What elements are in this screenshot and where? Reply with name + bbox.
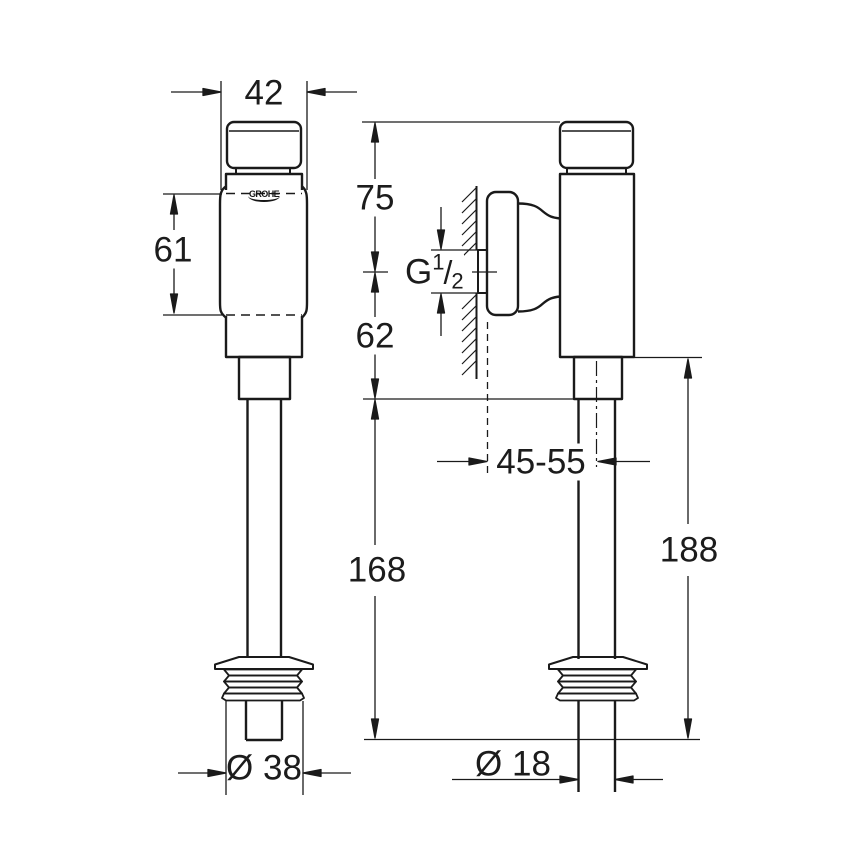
dim-label-dia38: Ø 38 bbox=[226, 748, 302, 788]
side-threads bbox=[555, 668, 639, 702]
dim-label-61: 61 bbox=[151, 230, 195, 270]
dim-label-dia18: Ø 18 bbox=[475, 744, 551, 784]
dimension-45-55 bbox=[437, 322, 650, 473]
side-union-nut bbox=[572, 355, 624, 401]
side-outlet-pipe bbox=[577, 701, 617, 792]
dimension-61 bbox=[163, 193, 222, 316]
wall-hatching bbox=[461, 187, 477, 376]
dim-label-62: 62 bbox=[353, 316, 397, 356]
thread-prefix: G bbox=[405, 252, 433, 292]
front-outlet-tube bbox=[244, 701, 284, 742]
side-flush-pipe bbox=[577, 399, 617, 659]
front-flange bbox=[214, 656, 314, 670]
front-view bbox=[214, 120, 314, 742]
dim-label-42: 42 bbox=[244, 73, 284, 113]
front-push-button bbox=[225, 120, 303, 175]
dim-label-45-55: 45-55 bbox=[494, 442, 588, 482]
dimension-62 bbox=[363, 271, 388, 399]
thread-denominator: 2 bbox=[451, 268, 464, 293]
dimension-dia18 bbox=[452, 775, 663, 784]
dimension-g12 bbox=[431, 207, 497, 336]
wall-escutcheon bbox=[485, 190, 520, 317]
thread-numerator: 1 bbox=[432, 249, 445, 274]
front-sleeve bbox=[218, 184, 309, 319]
dimension-75 bbox=[362, 121, 560, 272]
dim-label-75: 75 bbox=[353, 178, 397, 218]
dimension-42 bbox=[171, 81, 357, 190]
grohe-logo-icon: GROHE bbox=[247, 190, 281, 202]
dimension-168 bbox=[363, 398, 700, 741]
dim-label-168: 168 bbox=[345, 550, 409, 590]
side-body bbox=[558, 172, 636, 359]
front-union-nut bbox=[237, 355, 292, 401]
front-flush-pipe bbox=[246, 399, 283, 657]
dimension-188 bbox=[634, 356, 702, 739]
side-flange bbox=[548, 656, 648, 670]
inlet-connector bbox=[517, 202, 561, 313]
side-view bbox=[461, 120, 648, 792]
side-push-button bbox=[558, 120, 635, 175]
thread-slash: / bbox=[443, 254, 453, 290]
dim-label-188: 188 bbox=[657, 530, 721, 570]
front-threads bbox=[221, 668, 305, 702]
dimension-dia38 bbox=[178, 701, 351, 795]
